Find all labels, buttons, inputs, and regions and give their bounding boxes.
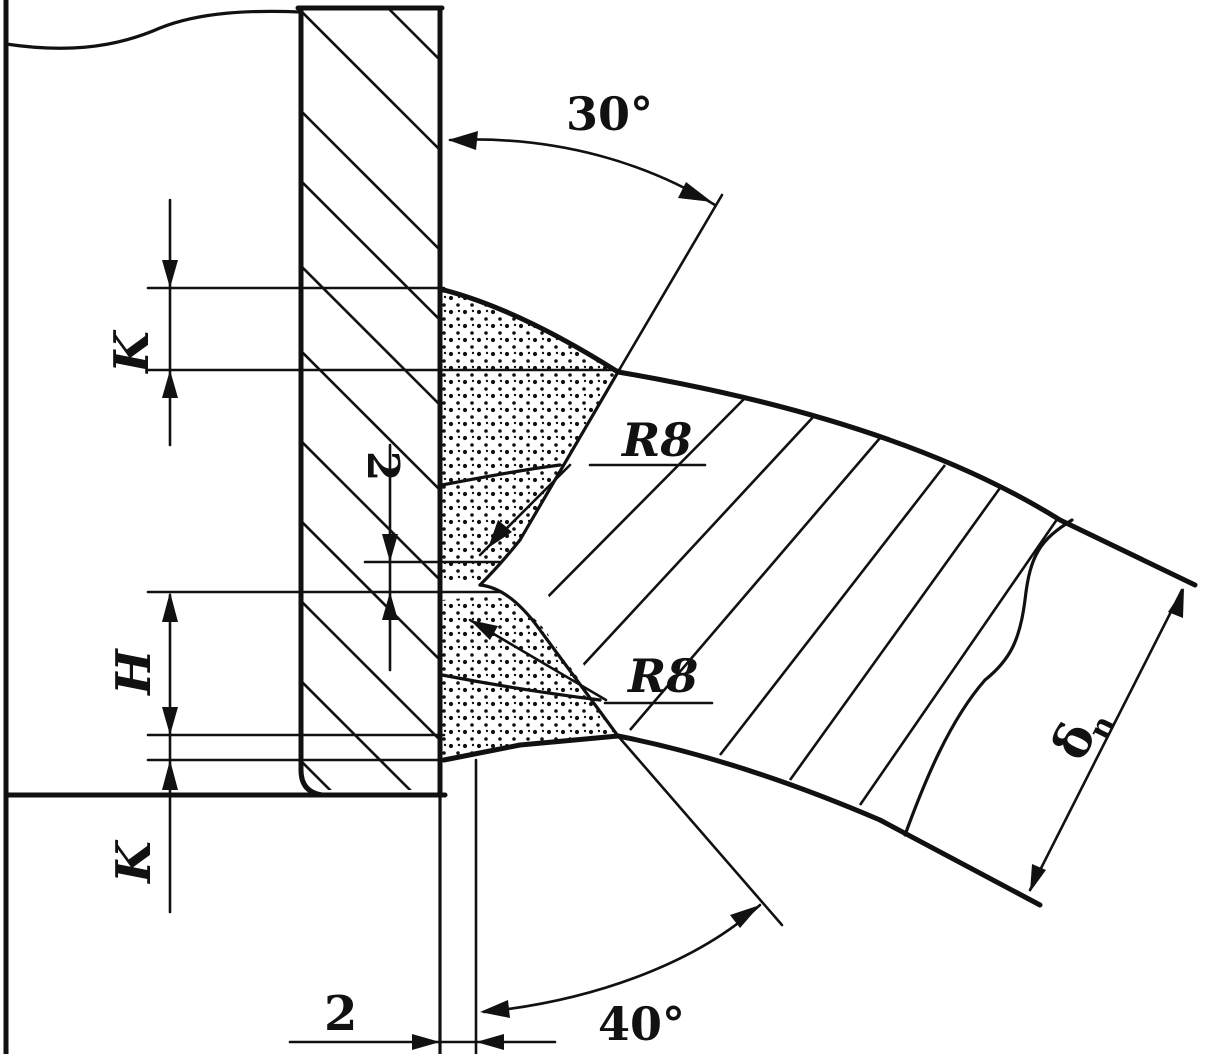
weld-deposit bbox=[440, 290, 618, 760]
h-label: H bbox=[106, 648, 162, 697]
thickness-label: δ n bbox=[1040, 710, 1123, 769]
radius-upper-label: R8 bbox=[620, 413, 692, 467]
angle-top-label: 30° bbox=[566, 87, 653, 141]
k-lower-label: K bbox=[106, 839, 162, 885]
vessel-outline bbox=[3, 0, 448, 1054]
angle-bottom-label: 40° bbox=[598, 997, 685, 1051]
gap-bottom-label: 2 bbox=[324, 986, 357, 1042]
radius-lower-label: R8 bbox=[626, 649, 698, 703]
shell-plate bbox=[295, 5, 445, 1054]
gap-side-label: 2 bbox=[357, 451, 408, 482]
dimension-arrows bbox=[162, 131, 1184, 1050]
k-upper-label: K bbox=[104, 329, 160, 375]
